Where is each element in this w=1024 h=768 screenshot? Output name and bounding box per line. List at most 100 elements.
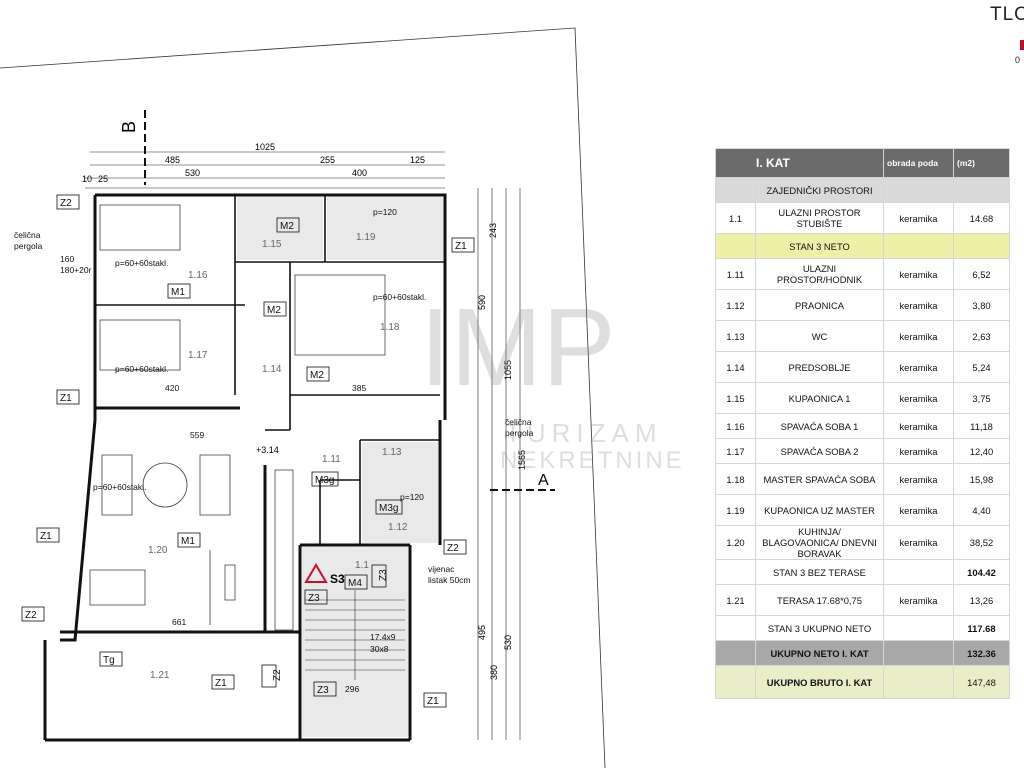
watermark-nekretnine: NEKRETNINE — [500, 447, 685, 474]
row-floor-type: keramika — [883, 289, 954, 321]
dim-top-1025: 1025 — [255, 142, 275, 152]
note-window-2: p=60+60stakl. — [373, 292, 426, 302]
note-pergola-left-2: pergola — [14, 241, 43, 251]
room-1-21: 1.21 — [150, 670, 170, 681]
row-area: 2,63 — [953, 320, 1010, 352]
note-window-3: p=60+60stakl. — [115, 364, 168, 374]
section-b-label: B — [119, 121, 139, 133]
plan-notes: čelična pergola čelična pergola p=60+60s… — [14, 207, 534, 694]
tag-tg: Tg — [103, 655, 115, 666]
row-number — [715, 233, 756, 259]
row-floor-type — [883, 615, 954, 641]
row-floor-type: keramika — [883, 202, 954, 234]
note-pergola-left-1: čelična — [14, 230, 41, 240]
drawing-title: TLO — [990, 4, 1024, 25]
row-floor-type — [883, 177, 954, 203]
row-number: 1.18 — [715, 463, 756, 495]
dim-right-380: 380 — [489, 665, 499, 680]
row-area — [953, 233, 1010, 259]
row-floor-type: keramika — [883, 525, 954, 560]
watermark-imp: IMP — [420, 286, 616, 409]
note-385: 385 — [352, 383, 366, 393]
level-mark: +3.14 — [256, 445, 279, 455]
tag-m2-b: M2 — [267, 305, 281, 316]
dim-right-1565: 1565 — [517, 450, 527, 470]
dim-right-530: 530 — [503, 635, 513, 650]
dim-right-243: 243 — [488, 223, 498, 238]
row-area — [953, 177, 1010, 203]
row-floor-type — [883, 559, 954, 585]
row-area: 132.36 — [953, 640, 1010, 666]
row-area: 104.42 — [953, 559, 1010, 585]
note-vijenac-1: vijenac — [428, 564, 455, 574]
table-title: I. KAT — [715, 148, 884, 178]
stair-label: S3 — [330, 572, 345, 586]
section-a-label: A — [538, 472, 549, 489]
row-floor-type — [883, 233, 954, 259]
room-1-12: 1.12 — [388, 522, 408, 533]
row-room-name: UKUPNO BRUTO I. KAT — [755, 665, 884, 699]
row-number: 1.13 — [715, 320, 756, 352]
room-1-20: 1.20 — [148, 545, 168, 556]
row-number — [715, 559, 756, 585]
room-area-table: I. KAT obrada poda (m2) ZAJEDNIČKI PROST… — [715, 148, 1010, 699]
furniture — [89, 204, 386, 631]
row-area: 11,18 — [953, 413, 1010, 439]
building-walls — [43, 193, 447, 742]
row-floor-type: keramika — [883, 438, 954, 464]
row-area: 3,75 — [953, 382, 1010, 414]
note-stair-1: 17.4x9 — [370, 632, 396, 642]
row-room-name: KUHINJA/ BLAGOVAONICA/ DNEVNI BORAVAK — [755, 525, 884, 560]
tag-m2-c: M2 — [310, 370, 324, 381]
note-stair-2: 30x8 — [370, 644, 389, 654]
row-area: 117.68 — [953, 615, 1010, 641]
row-floor-type: keramika — [883, 494, 954, 526]
note-661: 661 — [172, 617, 186, 627]
tag-z2-d: Z2 — [272, 669, 283, 681]
row-floor-type: keramika — [883, 584, 954, 616]
row-room-name: ULAZNI PROSTOR STUBIŠTE — [755, 202, 884, 234]
note-vijenac-2: listak 50cm — [428, 575, 471, 585]
row-room-name: PREDSOBLJE — [755, 351, 884, 383]
room-1-15: 1.15 — [262, 239, 282, 250]
row-number: 1.15 — [715, 382, 756, 414]
tag-z1-a: Z1 — [455, 241, 467, 252]
row-room-name: MASTER SPAVAĆA SOBA — [755, 463, 884, 495]
room-1-16: 1.16 — [188, 270, 208, 281]
row-number: 1.21 — [715, 584, 756, 616]
row-number: 1.14 — [715, 351, 756, 383]
room-1-11: 1.11 — [322, 454, 341, 465]
note-559: 559 — [190, 430, 204, 440]
tag-z3-b: Z3 — [378, 569, 389, 581]
header-floor: obrada poda — [883, 148, 954, 178]
tag-m2-a: M2 — [280, 221, 294, 232]
note-pergola-right-2: pergola — [505, 428, 534, 438]
tag-m3g-a: M3g — [315, 475, 334, 486]
tag-z1-e: Z1 — [427, 696, 439, 707]
row-number: 1.16 — [715, 413, 756, 439]
row-number: 1.19 — [715, 494, 756, 526]
watermark-logo: IMP TURIZAM NEKRETNINE — [420, 286, 685, 474]
row-room-name: ULAZNI PROSTOR/HODNIK — [755, 258, 884, 290]
dim-top-530: 530 — [185, 168, 200, 178]
note-160: 160 — [60, 254, 74, 264]
scale-bar-mark — [1020, 40, 1024, 50]
dim-top-485: 485 — [165, 155, 180, 165]
row-floor-type: keramika — [883, 351, 954, 383]
tag-m1-b: M1 — [181, 536, 195, 547]
dim-top-25: 25 — [98, 174, 108, 184]
tag-m1-a: M1 — [171, 287, 185, 298]
